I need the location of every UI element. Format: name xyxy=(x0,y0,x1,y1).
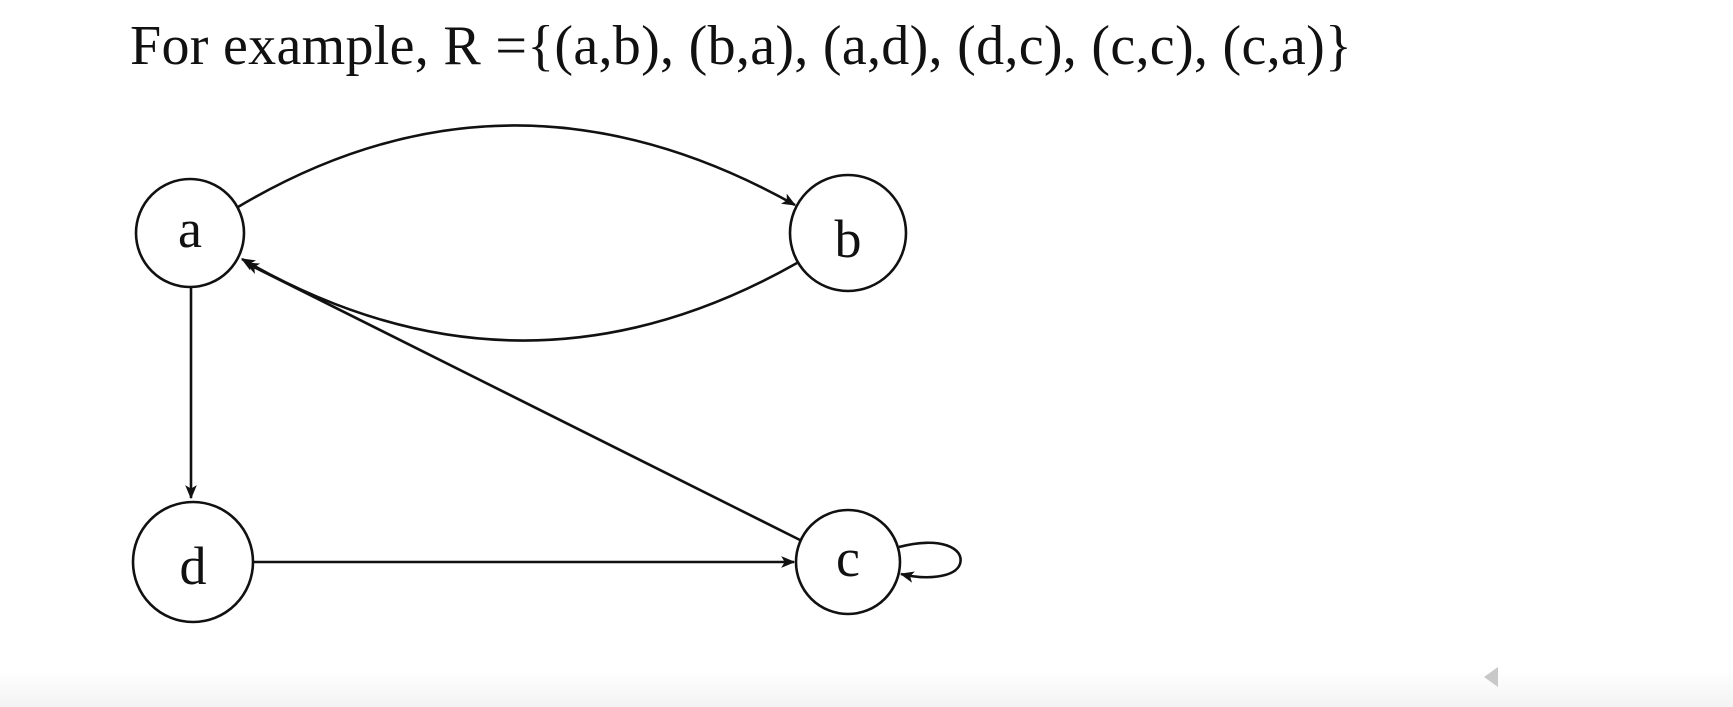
edge-b-a xyxy=(240,257,798,342)
node-c: c xyxy=(794,508,902,616)
svg-text:c: c xyxy=(836,528,860,588)
node-b: b xyxy=(788,173,908,293)
slide-nav-bar xyxy=(0,670,1733,707)
svg-text:b: b xyxy=(835,209,862,269)
edge-a-b xyxy=(237,124,797,209)
node-d: d xyxy=(131,500,255,624)
slide-title: For example, R ={(a,b), (b,a), (a,d), (d… xyxy=(130,15,1353,77)
node-a: a xyxy=(134,177,246,289)
svg-text:a: a xyxy=(178,199,202,259)
svg-text:d: d xyxy=(180,536,207,596)
edge-c-c xyxy=(898,541,962,583)
edge-c-a xyxy=(244,261,801,542)
triangle-left-icon[interactable] xyxy=(1484,667,1498,687)
